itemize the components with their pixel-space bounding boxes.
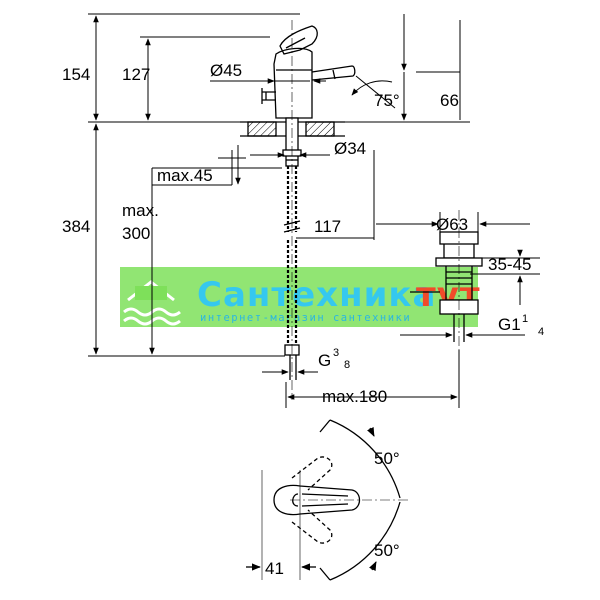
watermark-band bbox=[120, 267, 478, 327]
dim-diameter-63: Ø63 bbox=[436, 215, 468, 234]
dim-g1-numerator: 1 bbox=[522, 313, 528, 325]
faucet-plan-view bbox=[246, 419, 410, 581]
dim-154: 154 bbox=[62, 65, 90, 84]
dim-384: 384 bbox=[62, 217, 90, 236]
dim-g-numerator: 3 bbox=[333, 347, 339, 359]
dim-35-45: 35-45 bbox=[488, 255, 531, 274]
dim-g1-thread: G1 bbox=[498, 315, 521, 334]
dim-66: 66 bbox=[440, 91, 459, 110]
dim-max-45: max.45 bbox=[157, 166, 213, 185]
watermark: Сантехника тут интернет-магазин сантехни… bbox=[120, 267, 480, 327]
dim-41: 41 bbox=[265, 559, 284, 578]
dim-127: 127 bbox=[122, 65, 150, 84]
dim-g-denominator: 8 bbox=[344, 359, 350, 371]
dim-diameter-34: Ø34 bbox=[334, 139, 366, 158]
faucet-elevation bbox=[240, 20, 483, 400]
watermark-title: Сантехника bbox=[197, 275, 436, 315]
dim-117: 117 bbox=[314, 217, 341, 236]
dim-max-300-line1: max. bbox=[122, 201, 159, 220]
dimension-lines bbox=[88, 13, 540, 408]
dim-g-thread: G bbox=[318, 351, 331, 370]
dim-angle-75: 75° bbox=[374, 91, 400, 110]
dim-max-180: max.180 bbox=[322, 387, 387, 406]
dim-g1-denominator: 4 bbox=[538, 326, 544, 338]
watermark-subtitle: интернет-магазин сантехники bbox=[200, 312, 411, 324]
dim-max-300-line2: 300 bbox=[122, 224, 150, 243]
dim-angle-50-bottom: 50° bbox=[374, 541, 400, 560]
dim-angle-50-top: 50° bbox=[374, 449, 400, 468]
dim-diameter-45: Ø45 bbox=[210, 61, 242, 80]
dimension-labels: 154 127 Ø45 75° 66 Ø34 max.45 384 max. 3… bbox=[62, 61, 544, 578]
